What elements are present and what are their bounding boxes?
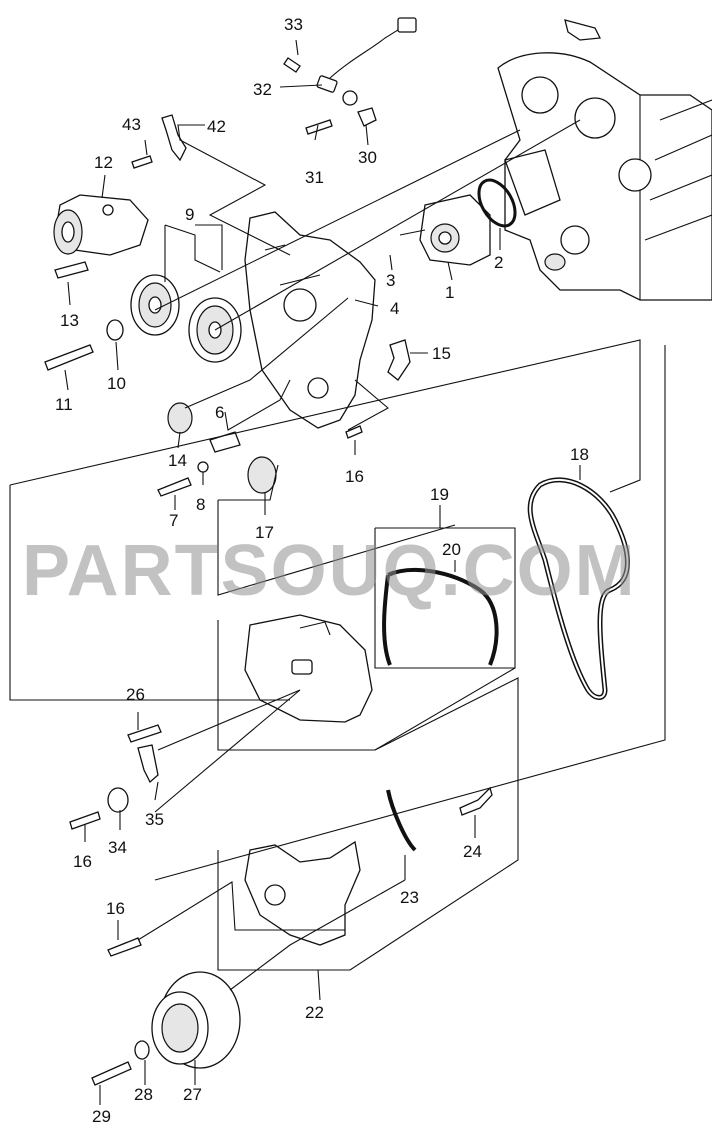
label-10: 10 xyxy=(107,374,126,393)
label-20: 20 xyxy=(442,540,461,559)
label-35: 35 xyxy=(145,810,164,829)
engine-block xyxy=(497,19,712,301)
label-4: 4 xyxy=(390,299,399,318)
label-28: 28 xyxy=(134,1085,153,1104)
cam-gear-left xyxy=(130,274,180,336)
label-6: 6 xyxy=(215,403,224,422)
bolt-43 xyxy=(131,155,153,169)
label-14: 14 xyxy=(168,451,187,470)
label-3: 3 xyxy=(386,271,395,290)
label-8: 8 xyxy=(196,495,205,514)
label-32: 32 xyxy=(253,80,272,99)
lower-front-cover xyxy=(244,840,361,946)
bolt-16-top xyxy=(345,425,363,439)
bolt-13 xyxy=(54,261,89,279)
bolt-7 xyxy=(157,477,192,497)
washer-34 xyxy=(107,787,129,813)
label-23: 23 xyxy=(400,888,419,907)
label-11: 11 xyxy=(55,395,73,414)
washer-10 xyxy=(106,319,124,341)
bolt-11 xyxy=(44,344,94,371)
label-19: 19 xyxy=(430,485,449,504)
washer-28 xyxy=(134,1040,150,1060)
gasket-ring xyxy=(477,178,517,228)
crank-pulley-17 xyxy=(247,456,277,494)
watermark: PARTSOUQ.COM xyxy=(22,531,637,611)
bolt-26 xyxy=(127,724,162,743)
rear-timing-cover xyxy=(244,211,376,429)
bracket-15 xyxy=(387,339,411,381)
label-42: 42 xyxy=(207,117,226,136)
washer-8 xyxy=(197,461,209,473)
label-13: 13 xyxy=(60,311,79,330)
label-27: 27 xyxy=(183,1085,202,1104)
upper-front-cover xyxy=(244,614,373,723)
part-labels: 33 32 43 42 30 31 12 9 3 2 1 4 13 15 10 … xyxy=(55,15,589,1126)
label-34: 34 xyxy=(108,838,127,857)
label-33: 33 xyxy=(284,15,303,34)
bolt-16-mid xyxy=(69,811,101,830)
label-16-mid: 16 xyxy=(73,852,92,871)
label-22: 22 xyxy=(305,1003,324,1022)
label-1: 1 xyxy=(445,283,454,302)
crank-sprocket-27 xyxy=(151,971,241,1069)
seal-strip-20 xyxy=(382,568,499,666)
idler-14 xyxy=(167,402,193,434)
label-43: 43 xyxy=(122,115,141,134)
bolt-31 xyxy=(305,119,333,135)
label-16-top: 16 xyxy=(345,467,364,486)
label-9: 9 xyxy=(185,205,194,224)
label-29: 29 xyxy=(92,1107,111,1126)
label-12: 12 xyxy=(94,153,113,172)
label-15: 15 xyxy=(432,344,451,363)
sensor-with-wire xyxy=(283,17,417,106)
label-2: 2 xyxy=(494,253,503,272)
bracket-35 xyxy=(137,744,159,784)
label-26: 26 xyxy=(126,685,145,704)
bracket-30 xyxy=(357,107,377,127)
label-30: 30 xyxy=(358,148,377,167)
bolt-16-low xyxy=(107,937,142,957)
bolt-29 xyxy=(91,1061,132,1086)
label-24: 24 xyxy=(463,842,482,861)
label-16-low: 16 xyxy=(106,899,125,918)
water-pump xyxy=(419,194,491,266)
seal-strip-23 xyxy=(386,789,417,852)
seal-strip-24 xyxy=(459,786,493,816)
label-7: 7 xyxy=(169,511,178,530)
label-31: 31 xyxy=(305,168,324,187)
label-17: 17 xyxy=(255,523,274,542)
label-18: 18 xyxy=(570,445,589,464)
tensioner-assembly xyxy=(53,194,149,256)
bracket-42 xyxy=(161,114,187,162)
leader-lines xyxy=(9,39,666,1105)
cam-gear-right xyxy=(188,297,242,363)
